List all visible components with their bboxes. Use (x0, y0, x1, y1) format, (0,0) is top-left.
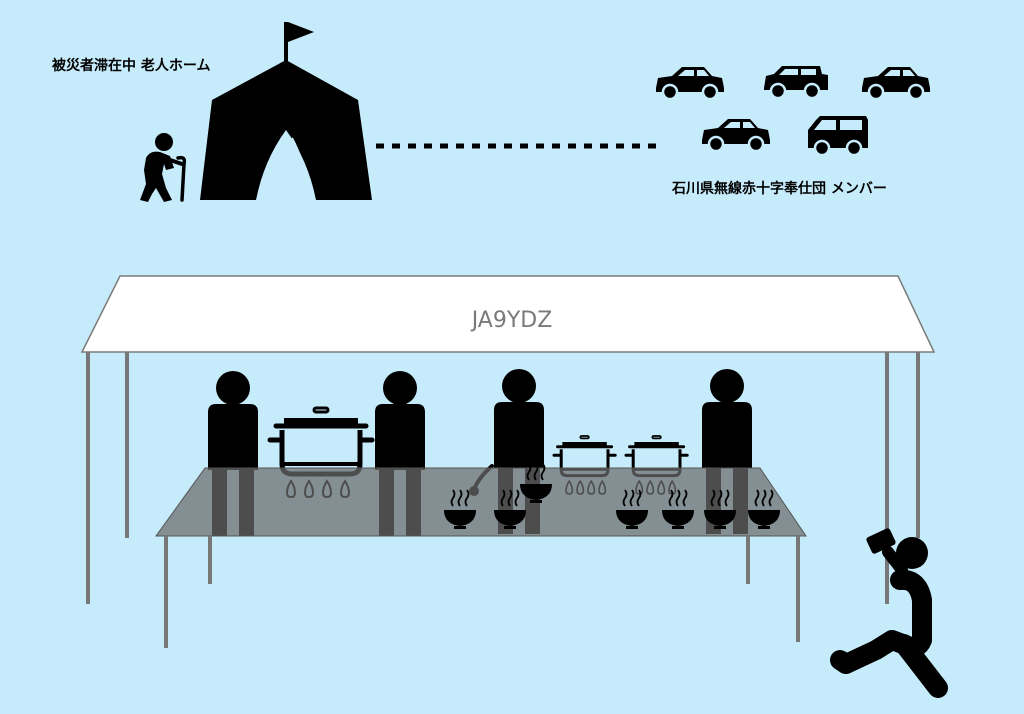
canopy-roof (80, 275, 936, 353)
car-icon (654, 64, 932, 157)
canopy-poles (86, 352, 920, 604)
members-label: 石川県無線赤十字奉仕団 メンバー (671, 180, 887, 197)
kneeling-photographer-icon (830, 528, 948, 698)
table (155, 467, 807, 648)
shelter-label: 被災者滞在中 老人ホーム (52, 57, 210, 74)
tent-flag-icon (200, 22, 372, 201)
elderly-cane-icon (140, 133, 187, 202)
callsign-label: JA9YDZ (470, 308, 553, 333)
